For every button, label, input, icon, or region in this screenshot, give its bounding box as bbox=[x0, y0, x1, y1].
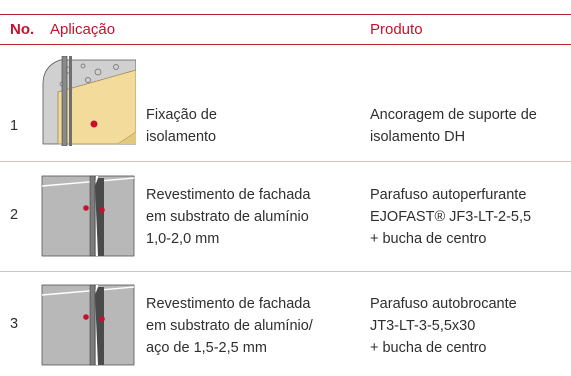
row-product: Ancoragem de suporte de isolamento DH bbox=[370, 104, 537, 148]
product-line: Ancoragem de suporte de bbox=[370, 107, 537, 123]
row-product: Parafuso autoperfurante EJOFAST® JF3-LT-… bbox=[370, 184, 531, 250]
application-line: Fixação de bbox=[146, 107, 217, 123]
steel-facade-illustration-icon bbox=[38, 283, 136, 367]
row-number: 2 bbox=[10, 207, 19, 223]
application-line: isolamento bbox=[146, 129, 217, 145]
application-line: 1,0-2,0 mm bbox=[146, 231, 220, 247]
product-line: isolamento DH bbox=[370, 129, 466, 145]
header-product: Produto bbox=[370, 21, 423, 38]
application-line: Revestimento de fachada bbox=[146, 187, 311, 203]
product-line: Parafuso autobrocante bbox=[370, 296, 517, 312]
row-divider bbox=[0, 161, 571, 162]
row-divider bbox=[0, 271, 571, 272]
product-line: + bucha de centro bbox=[370, 231, 487, 247]
header-no: No. bbox=[10, 21, 35, 38]
row-product: Parafuso autobrocante JT3-LT-3-5,5x30 + … bbox=[370, 293, 517, 359]
header-top-rule bbox=[0, 14, 571, 15]
product-line: JT3-LT-3-5,5x30 bbox=[370, 318, 476, 334]
application-line: aço de 1,5-2,5 mm bbox=[146, 340, 267, 356]
insulation-fixing-illustration-icon bbox=[38, 56, 136, 146]
product-line: EJOFAST® JF3-LT-2-5,5 bbox=[370, 209, 532, 225]
header-application: Aplicação bbox=[50, 21, 116, 38]
row-number: 1 bbox=[10, 118, 19, 134]
header-bottom-rule bbox=[0, 44, 571, 45]
application-line: em substrato de alumínio bbox=[146, 209, 309, 225]
row-application: Revestimento de fachada em substrato de … bbox=[146, 293, 313, 359]
product-line: Parafuso autoperfurante bbox=[370, 187, 527, 203]
application-line: Revestimento de fachada bbox=[146, 296, 311, 312]
aluminium-facade-illustration-icon bbox=[38, 174, 136, 258]
application-line: em substrato de alumínio/ bbox=[146, 318, 313, 334]
row-number: 3 bbox=[10, 316, 19, 332]
row-application: Revestimento de fachada em substrato de … bbox=[146, 184, 310, 250]
product-line: + bucha de centro bbox=[370, 340, 487, 356]
row-application: Fixação de isolamento bbox=[146, 104, 217, 148]
